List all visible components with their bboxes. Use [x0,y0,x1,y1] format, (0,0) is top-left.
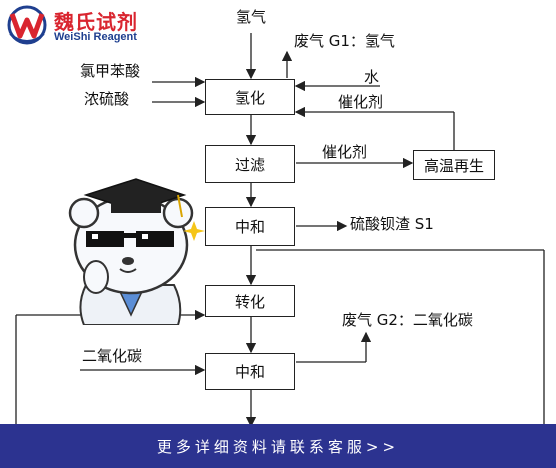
label-barium-residue-s1: 硫酸钡渣 S1 [350,215,434,233]
label-chlorobenzoic-acid: 氯甲苯酸 [80,62,141,80]
label-hydrogen: 氢气 [236,8,267,26]
bear-mascot-icon [68,178,205,325]
box-regeneration: 高温再生 [413,150,495,180]
box-neutralization-2: 中和 [205,353,295,390]
label-sulfuric-acid: 浓硫酸 [84,90,130,108]
contact-banner[interactable]: 更多详细资料请联系客服>> [0,424,556,468]
brand-name-en: WeiShi Reagent [54,31,137,43]
box-neutralization-1: 中和 [205,207,295,246]
brand-logo: 魏氏试剂 WeiShi Reagent [6,4,176,50]
label-waste-gas-g2: 废气 G2：二氧化碳 [342,311,473,329]
brand-name-cn: 魏氏试剂 [54,10,138,34]
brand-mark-icon [7,5,47,45]
label-water: 水 [364,68,380,86]
box-filtration: 过滤 [205,145,295,183]
label-catalyst-return: 催化剂 [338,93,384,111]
label-catalyst-out: 催化剂 [322,143,368,161]
label-waste-gas-g1: 废气 G1：氢气 [294,32,395,50]
label-carbon-dioxide: 二氧化碳 [82,347,143,365]
box-conversion: 转化 [205,285,295,317]
box-hydrogenation: 氢化 [205,79,295,115]
